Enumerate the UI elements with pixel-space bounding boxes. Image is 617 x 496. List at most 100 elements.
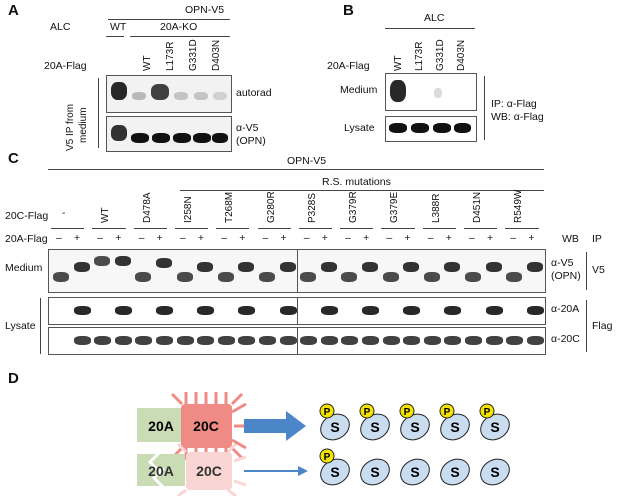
c-row-a20a: α-20A [551, 303, 580, 315]
c-minus-marker: – [221, 232, 228, 244]
c-minus-marker: – [386, 232, 393, 244]
blot-band [156, 336, 173, 345]
c-v5-bracket [586, 252, 587, 290]
blot-band [217, 336, 235, 345]
d-phosphate-icon [399, 403, 415, 419]
c-group-label: T268M [224, 191, 236, 223]
c-minus-marker: – [427, 232, 434, 244]
panel-label-c: C [8, 150, 19, 167]
blot-band [176, 336, 194, 345]
blot-band [362, 336, 379, 345]
c-plus-marker: + [404, 232, 411, 244]
d-phosphate-icon [439, 403, 455, 419]
c-minus-marker: – [262, 232, 269, 244]
d-serine-label: S [410, 419, 419, 435]
c-group-label: G280R [265, 191, 277, 223]
blot-band [94, 336, 112, 345]
c-group-label: L388R [430, 193, 442, 223]
b-row-lysate: Lysate [344, 122, 375, 134]
c-plus-marker: + [156, 232, 163, 244]
blot-band [423, 272, 440, 282]
blot-band [320, 262, 337, 272]
d-phosphate-label: P [324, 452, 331, 463]
d-phosphate-icon [319, 403, 335, 419]
lane-splice-divider [297, 328, 298, 354]
b-lane-l173r: L173R [414, 41, 425, 71]
b-blot-medium [385, 73, 477, 111]
blot-band [485, 336, 503, 345]
d-serine-oval [440, 458, 470, 486]
blot-band [156, 258, 172, 268]
d-phosphate-icon [319, 448, 335, 464]
c-minus-marker: – [469, 232, 475, 244]
c-group-underline [51, 228, 85, 229]
lane-splice-divider [297, 250, 298, 292]
c-row-lysate: Lysate [5, 320, 36, 332]
a-row-autorad: autorad [236, 87, 272, 99]
blot-band [526, 336, 544, 345]
blot-band [94, 256, 111, 266]
c-group-underline [133, 228, 167, 229]
a-side-bracket [98, 78, 99, 148]
d-bottom-20c-text: 20C [196, 463, 222, 479]
a-ko-line [130, 36, 230, 37]
blot-band [197, 336, 215, 345]
blot-band [238, 336, 256, 345]
d-serine-label: S [450, 419, 459, 435]
blot-band [444, 336, 462, 345]
blot-band [506, 336, 524, 345]
a-flag-label: 20A-Flag [44, 60, 87, 72]
d-phosphate-label: P [484, 407, 491, 418]
blot-band [176, 272, 193, 282]
c-plus-marker: + [239, 232, 246, 244]
a-alc-label: ALC [50, 21, 71, 33]
b-wb: WB: α-Flag [491, 111, 544, 123]
blot-band [114, 256, 131, 266]
a-header: OPN-V5 [185, 4, 225, 16]
d-serine-label: S [330, 464, 339, 480]
a-blot-v5 [106, 116, 232, 152]
c-v5-ip: V5 [592, 264, 605, 276]
blot-band [238, 262, 255, 272]
blot-band [362, 262, 378, 272]
blot-band [465, 272, 481, 282]
blot-band [320, 306, 338, 315]
c-row-v5: α-V5 [551, 257, 574, 269]
b-lane-d403n: D403N [456, 39, 467, 71]
d-top-20a-box [137, 408, 185, 442]
blot-band [382, 272, 399, 282]
blot-band [279, 336, 297, 345]
d-top-20c-text: 20C [193, 418, 219, 434]
b-row-medium: Medium [340, 84, 378, 96]
panel-label-a: A [8, 2, 19, 19]
d-serine-label: S [410, 464, 419, 480]
c-minus-marker: – [56, 232, 62, 244]
blot-band [279, 306, 297, 315]
c-lysate-bracket [40, 298, 41, 354]
a-lane-wt: WT [142, 55, 153, 71]
blot-band [423, 336, 441, 345]
c-row-a20c: α-20C [551, 333, 580, 345]
c-minus-marker: – [179, 232, 186, 244]
d-bottom-20c-rays [176, 442, 247, 496]
c-minus-marker: – [510, 232, 517, 244]
b-ip: IP: α-Flag [491, 98, 537, 110]
c-group-label: D451N [472, 191, 483, 223]
blot-band [300, 336, 318, 345]
a-row-opn: (OPN) [236, 135, 266, 147]
c-rs-line [180, 190, 544, 191]
c-plus-marker: + [115, 232, 122, 244]
c-plus-marker: + [363, 232, 370, 244]
a-ko-label: 20A-KO [160, 21, 198, 33]
blot-band [485, 262, 502, 272]
blot-band [465, 336, 482, 345]
c-plus-marker: + [487, 232, 494, 244]
blot-band [320, 336, 338, 345]
blot-band [197, 306, 215, 315]
blot-band [53, 272, 69, 282]
blot-band [259, 272, 275, 282]
blot-band [341, 272, 358, 282]
a-wt-label: WT [110, 21, 127, 33]
panel-label-d: D [8, 370, 19, 387]
blot-band [217, 272, 234, 282]
